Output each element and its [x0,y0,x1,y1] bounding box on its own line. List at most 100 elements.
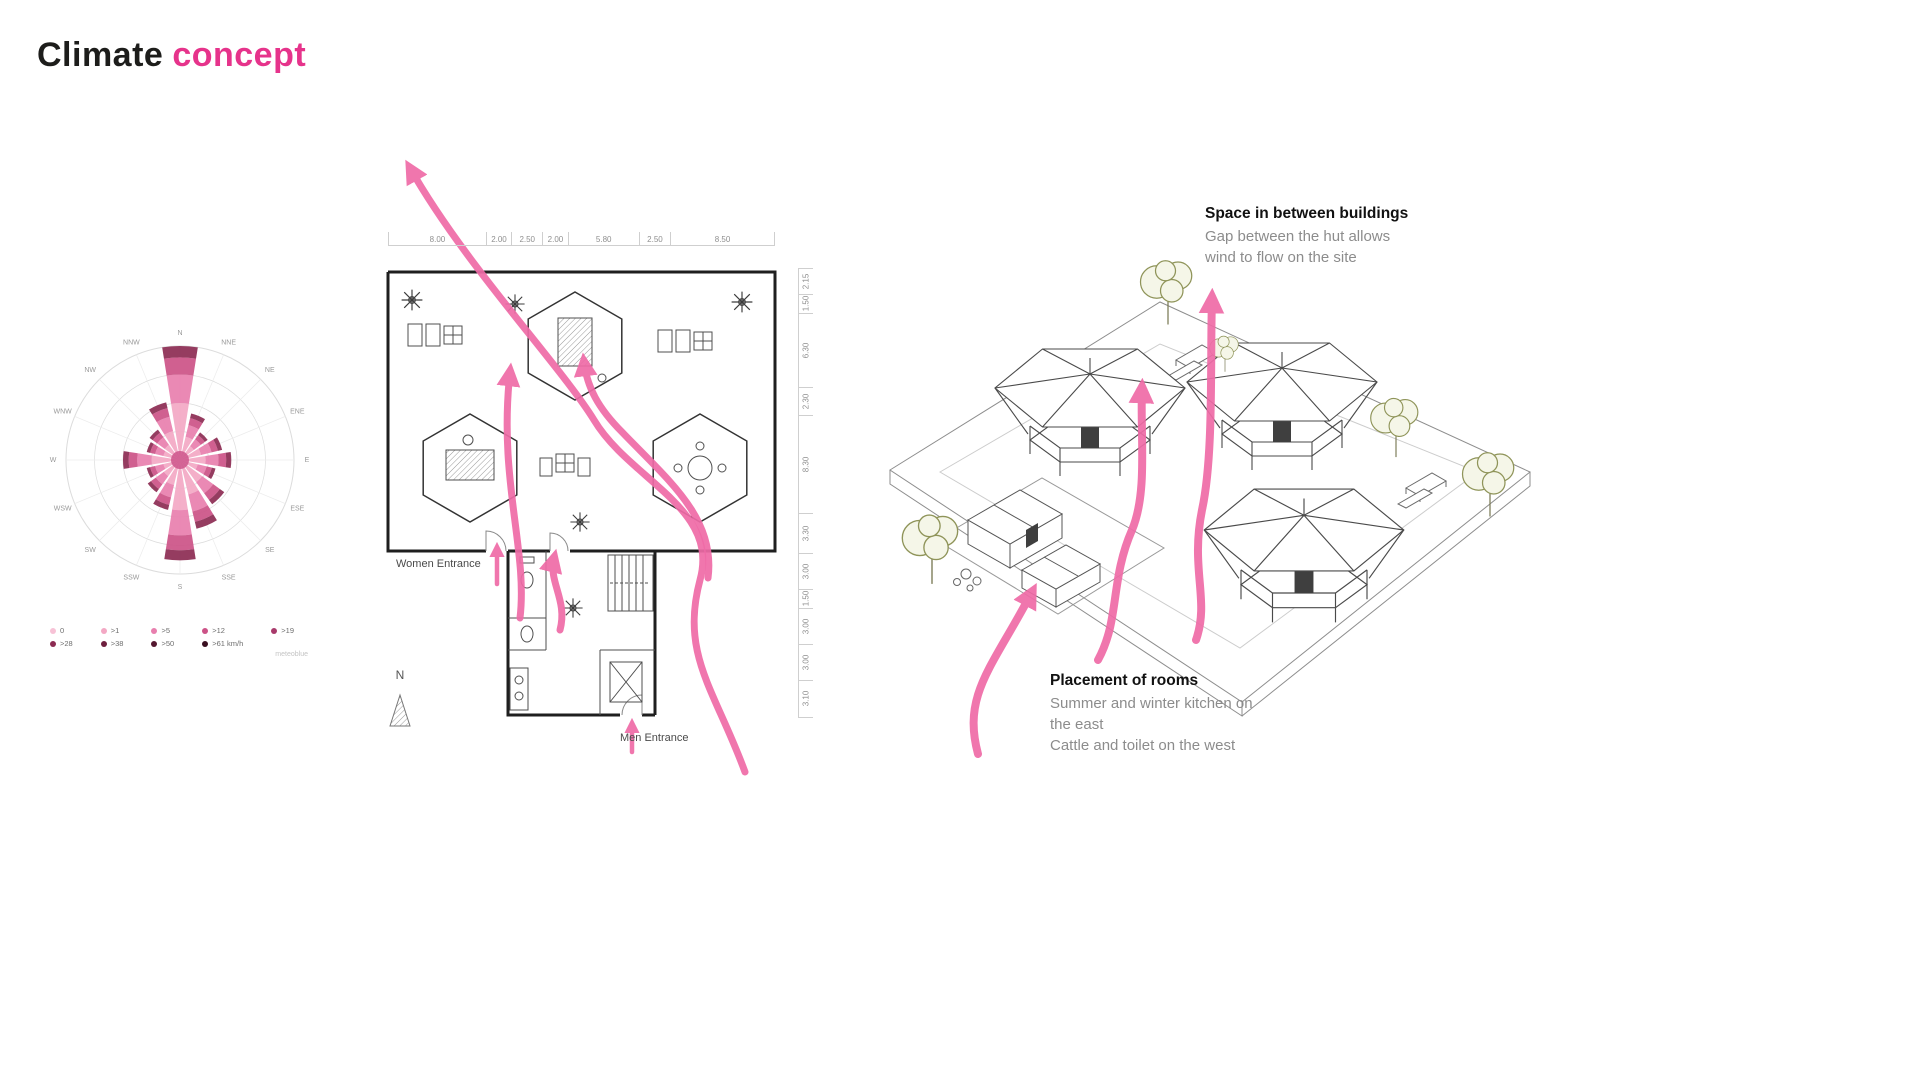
wind-direction-label: SSW [123,574,139,581]
furniture-groups [407,323,713,477]
wind-rose-petal [163,357,197,376]
dimension-segment: 6.30 [799,314,813,389]
legend-label: >1 [110,626,120,635]
wind-rose-petal [180,460,199,495]
axonometric-drawing [889,260,1531,758]
dimension-label: 3.30 [801,525,811,542]
wind-direction-label: WSW [54,506,72,513]
annotation-line: Cattle and toilet on the west [1050,737,1236,754]
legend-label: >28 [60,639,73,648]
legend-color-dot [100,640,107,647]
dimension-label: 2.50 [519,235,536,244]
north-arrow [389,693,411,727]
annotation-space-between: Space in between buildings Gap between t… [1205,205,1408,268]
legend-color-dot [202,627,209,634]
wind-rose-petal [195,435,205,445]
dimension-segment: 5.80 [569,232,640,245]
dimension-segment: 2.00 [487,232,513,245]
men-entrance-label: Men Entrance [620,732,689,744]
legend-item: >1 [100,626,138,635]
stairs [607,554,654,612]
wind-rose-petal [155,492,172,505]
dimension-segment: 1.50 [799,590,813,609]
dimension-segment: 2.50 [640,232,672,245]
legend-item: 0 [50,626,87,635]
dimension-label: 8.00 [429,235,446,244]
wind-rose-petal [155,471,169,485]
legend-color-dot [151,627,158,634]
wind-rose-petal [166,374,194,404]
wind-rose-petal [155,463,166,474]
legend-label: 0 [60,626,65,635]
legend-label: >50 [161,639,175,648]
wind-rose-petal [218,452,227,468]
dimension-label: 6.30 [801,342,811,359]
wind-rose-petal [146,442,154,453]
dimension-label: 3.00 [801,618,811,634]
wind-rose-petal [198,432,208,442]
wind-rose-petal [213,437,223,451]
dimension-segment: 3.00 [799,554,813,591]
wind-rose-petal [180,455,206,465]
legend-item: >28 [50,639,87,648]
north-label: N [395,668,405,682]
wind-rose-petal [150,477,163,490]
wind-rose-petal [153,499,170,510]
wind-rose-petal [123,451,130,469]
wind-rose-petal [150,465,159,477]
legend-color-dot [271,627,278,634]
wind-rose-petal [149,402,168,415]
wind-rose-petal [171,403,189,460]
wind-rose-petal [151,455,180,465]
annotation-line: Summer and winter kitchen on [1050,695,1253,712]
annotation-title: Space in between buildings [1205,205,1409,222]
wind-rose-petal [164,549,196,561]
dimension-label: 2.00 [491,235,507,244]
wind-flow-arrows-axon [969,287,1225,758]
axonometric-view [880,240,1560,800]
title-dark-text: Climate [37,36,164,74]
wind-rose-petal [208,488,225,505]
wind-rose-petal [204,484,220,500]
wind-rose-petal [205,453,219,467]
dimension-segment: 2.30 [799,388,813,417]
legend-item: >12 [202,626,257,635]
wind-rose-petal [168,509,192,536]
wind-rose-petal [194,514,217,529]
dimension-label: 2.30 [801,394,811,410]
wind-direction-label: SW [85,547,97,554]
wind-rose-petal [165,534,195,551]
legend-label: >61 km/h [212,639,244,648]
legend-label: >38 [110,639,124,648]
legend-color-dot [50,627,56,634]
legend-color-dot [202,640,209,647]
wind-rose-petal [172,460,188,511]
wind-direction-label: ENE [290,408,305,415]
hut-plan-right [652,413,748,523]
dimension-label: 8.30 [801,457,811,473]
dimension-label: 2.00 [547,235,564,244]
plan-walls [386,270,777,717]
wind-rose-petal [225,451,232,469]
annotation-line: wind to flow on the site [1205,249,1357,266]
dimension-segment: 3.00 [799,645,813,681]
legend-item: >38 [100,639,138,648]
dimension-label: 2.15 [801,273,811,290]
hut-plan-left [422,413,518,523]
wind-rose-petal [146,467,154,478]
legend-item: >5 [151,626,188,635]
wind-rose-petal [207,467,216,480]
wind-rose-petal [150,443,159,455]
wind-rose-petal [152,432,164,444]
dimension-label: 2.50 [647,235,663,244]
wind-rose-petal [128,451,138,469]
wind-rose-petal [157,437,169,449]
dimension-segment: 1.50 [799,295,813,314]
dimension-segment: 2.15 [799,269,813,296]
legend-label: >5 [161,626,171,635]
dimension-label: 3.00 [801,654,811,671]
